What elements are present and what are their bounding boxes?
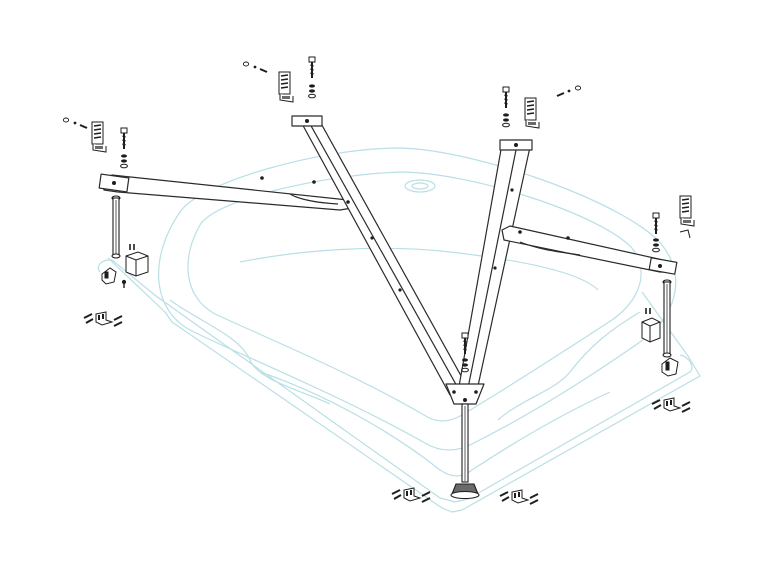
feet-right xyxy=(651,397,691,413)
rail-right-plate xyxy=(648,257,678,275)
rail-left-center-edge xyxy=(309,123,459,389)
rail-fastener xyxy=(463,398,467,402)
rail-fastener xyxy=(658,264,662,268)
bracket-far-left xyxy=(62,117,128,169)
rail-fastener xyxy=(305,119,309,123)
bracket-top-left xyxy=(242,56,316,103)
clip-right xyxy=(641,308,661,343)
tub-seat-contour-right xyxy=(497,311,641,421)
rail-fastener xyxy=(518,230,522,234)
rail-right-flange xyxy=(519,241,581,256)
tub-bowl-outer xyxy=(158,147,677,451)
tub-bowl-inner xyxy=(187,171,642,422)
rail-right-center-edge xyxy=(467,149,517,389)
tub-drain-inner xyxy=(411,182,429,190)
rail-fastener xyxy=(566,236,570,240)
rail-fastener xyxy=(493,266,497,270)
tub-front-contour xyxy=(259,371,611,477)
leg-right xyxy=(662,279,672,358)
frame-rails xyxy=(98,115,678,405)
leg-left xyxy=(111,195,121,259)
tub-seat-contour xyxy=(169,299,331,405)
rail-left xyxy=(101,174,353,211)
bracket-far-right-clip xyxy=(679,229,691,239)
rail-fastener xyxy=(260,176,264,180)
leg-center xyxy=(450,403,480,500)
bracket-far-right xyxy=(652,195,695,253)
tub-drain xyxy=(404,179,436,193)
rail-right xyxy=(501,225,673,273)
foot-pads xyxy=(101,267,679,377)
feet-left xyxy=(83,311,123,327)
bracket-top-right xyxy=(502,85,582,129)
feet-bottom-right xyxy=(499,489,539,505)
rail-fastener xyxy=(370,236,374,240)
feet-bottom-left xyxy=(391,487,431,503)
rail-left-flange xyxy=(289,193,339,205)
tub-floor-contour xyxy=(239,247,599,291)
rail-fastener xyxy=(474,390,478,394)
foot-pad-right xyxy=(661,357,679,377)
tub-rim-outline xyxy=(97,259,693,503)
rail-fastener xyxy=(398,288,402,292)
legs xyxy=(111,195,672,500)
tub-base-outline xyxy=(107,257,701,513)
rail-fastener xyxy=(510,188,514,192)
clip-left xyxy=(121,244,149,288)
rail-fastener xyxy=(346,200,350,204)
rail-fastener xyxy=(312,180,316,184)
rail-right-center xyxy=(457,143,531,400)
corner-tub xyxy=(97,147,701,513)
rail-fastener xyxy=(112,181,116,185)
rail-fastener xyxy=(514,143,518,147)
apex-bracket xyxy=(445,383,485,405)
foot-pad-left xyxy=(101,267,117,285)
rail-fasteners xyxy=(112,119,662,402)
rail-fastener xyxy=(452,390,456,394)
